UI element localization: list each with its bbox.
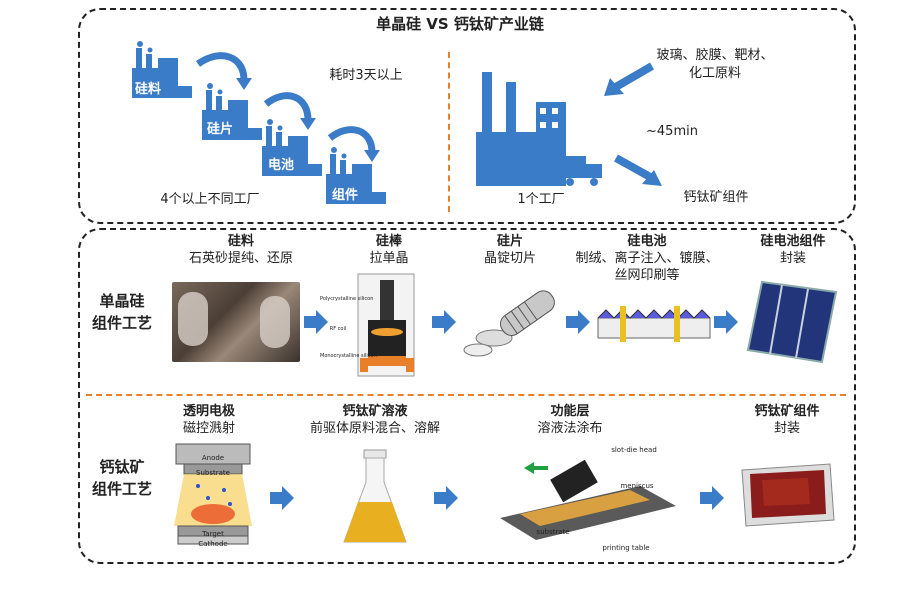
factory-label-2: 硅片 — [206, 122, 233, 137]
si-arrow-icon-1 — [304, 310, 328, 334]
coating-label-substrate: substrate — [536, 528, 570, 536]
factory-label-3: 电池 — [267, 158, 294, 173]
pv-step-3-title: 功能层 — [550, 404, 590, 419]
ingot-label-1: Polycrystalline silicon — [320, 296, 374, 302]
coating-label-meniscus: meniscus — [620, 482, 654, 490]
pv-arrow-icon-2 — [434, 486, 458, 510]
time-note-left: 耗时3天以上 — [329, 68, 403, 83]
input-arrow-icon — [604, 62, 655, 96]
coating-label-table: printing table — [602, 544, 650, 552]
si-step-4-title: 硅电池 — [627, 234, 667, 249]
pv-step-1-title: 透明电极 — [182, 404, 235, 419]
solar-module-image — [746, 280, 838, 364]
si-arrow-icon-3 — [566, 310, 590, 334]
si-arrow-icon-2 — [432, 310, 456, 334]
sputter-label-substrate: Substrate — [196, 469, 230, 477]
time-note-right: ~45min — [646, 124, 698, 139]
si-step-4-desc-1: 制绒、离子注入、镀膜、 — [575, 251, 719, 266]
output-arrow-icon — [614, 154, 662, 186]
si-step-5-title: 硅电池组件 — [760, 234, 826, 249]
curved-arrow-icon-1 — [195, 52, 248, 81]
output-label: 钙钛矿组件 — [683, 190, 749, 205]
pv-row-label-line-1: 钙钛矿 — [99, 458, 145, 476]
wafer-slicing-image — [463, 290, 555, 357]
si-arrow-icon-4 — [714, 310, 738, 334]
solution-flask-image — [343, 449, 407, 543]
pv-step-1-desc: 磁控溅射 — [182, 421, 235, 436]
curved-arrow-icon-2 — [263, 92, 312, 121]
pv-row-label-line-2: 组件工艺 — [91, 480, 152, 498]
top-comparison-panel — [78, 8, 856, 224]
process-divider — [86, 394, 846, 396]
sputtering-image — [174, 443, 252, 545]
si-step-1-title: 硅料 — [227, 234, 254, 249]
si-row-label-line-2: 组件工艺 — [91, 314, 152, 332]
factory-label-4: 组件 — [331, 188, 358, 203]
coating-label-head: slot-die head — [611, 446, 657, 454]
factory-label-1: 硅料 — [134, 82, 161, 97]
caption-right: 1个工厂 — [517, 192, 565, 207]
page-title: 单晶硅 VS 钙钛矿产业链 — [376, 15, 544, 33]
slot-die-coating-image — [500, 459, 676, 540]
pv-step-4-desc: 封装 — [773, 421, 800, 436]
si-step-5-desc: 封装 — [779, 251, 806, 266]
cell-structure-image — [597, 306, 711, 342]
caption-left: 4个以上不同工厂 — [160, 192, 260, 207]
ingot-label-2: RF coil — [329, 326, 347, 332]
si-step-1-desc: 石英砂提纯、还原 — [188, 251, 293, 266]
curved-arrow-icon-3 — [327, 126, 376, 153]
inputs-line-2: 化工原料 — [688, 66, 741, 81]
sputter-label-cathode: Cathode — [198, 540, 228, 548]
top-divider — [448, 52, 450, 212]
inputs-line-1: 玻璃、胶膜、靶材、 — [656, 48, 774, 63]
pv-arrow-icon-1 — [270, 486, 294, 510]
process-panel — [78, 228, 856, 564]
sputter-label-anode: Anode — [201, 454, 225, 462]
si-step-4-desc-2: 丝网印刷等 — [614, 268, 680, 283]
si-step-3-title: 硅片 — [496, 234, 523, 249]
silicon-raw-photo — [172, 282, 300, 362]
pv-step-4-title: 钙钛矿组件 — [754, 404, 820, 419]
si-step-2-title: 硅棒 — [375, 234, 402, 249]
single-factory-icon — [476, 72, 602, 186]
si-step-2-desc: 拉单晶 — [369, 251, 409, 266]
si-step-3-desc: 晶锭切片 — [483, 251, 536, 266]
pv-step-2-title: 钙钛矿溶液 — [342, 404, 408, 419]
pv-step-3-desc: 溶液法涂布 — [537, 421, 603, 436]
sputter-label-target: Target — [202, 530, 224, 538]
pv-step-2-desc: 前驱体原料混合、溶解 — [309, 421, 440, 436]
factory-chain-graphic — [132, 41, 386, 204]
ingot-label-3: Monocrystalline silicon — [320, 353, 377, 359]
ingot-furnace-image — [357, 273, 415, 377]
perovskite-module-image — [741, 463, 835, 527]
pv-arrow-icon-3 — [700, 486, 724, 510]
si-row-label-line-1: 单晶硅 — [99, 292, 145, 310]
